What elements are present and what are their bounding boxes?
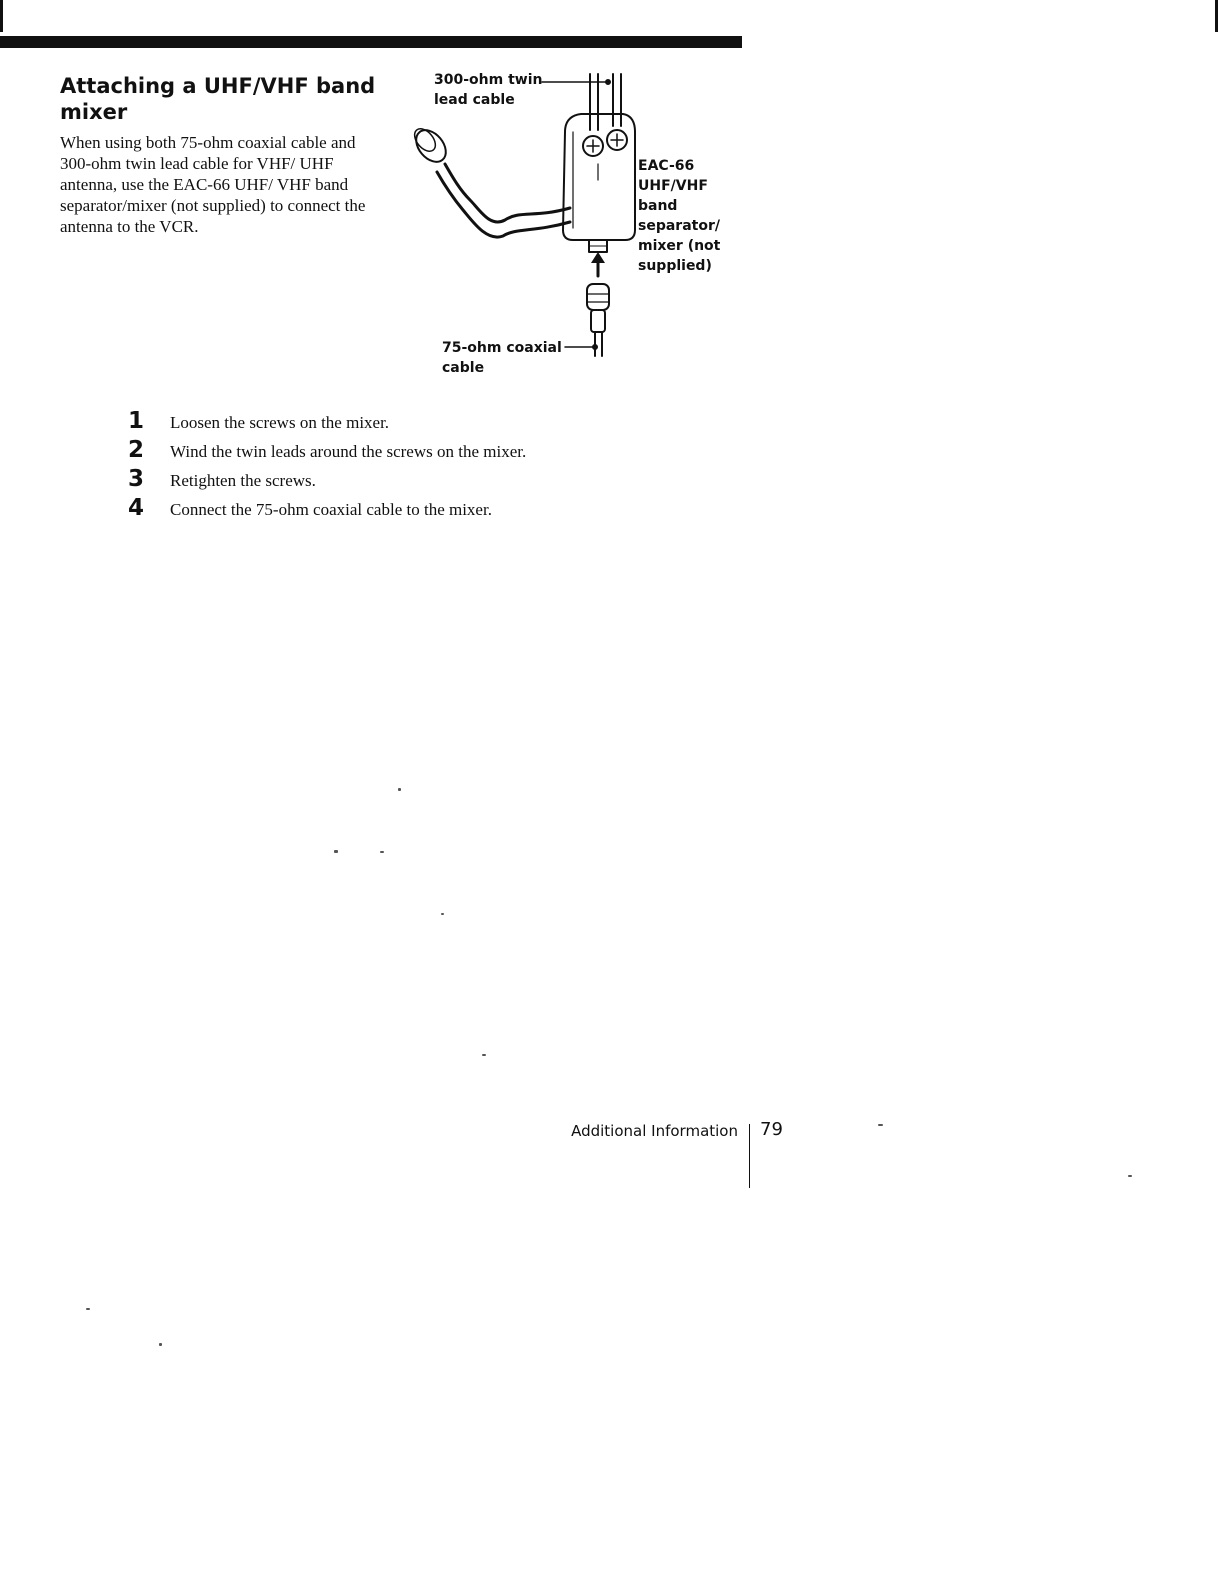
scan-speck xyxy=(86,1308,90,1310)
scan-speck xyxy=(482,1054,486,1056)
step-text: Retighten the screws. xyxy=(170,471,316,490)
label-coaxial-cable: 75-ohm coaxial cable xyxy=(442,340,562,376)
scan-edge-mark-left xyxy=(0,0,3,32)
scan-speck xyxy=(1128,1175,1132,1177)
scan-speck xyxy=(878,1124,883,1126)
step-number: 3 xyxy=(128,466,145,492)
page-number: 79 xyxy=(760,1119,783,1140)
step-item: 3 Retighten the screws. xyxy=(128,466,748,495)
coaxial-plug xyxy=(586,283,610,311)
step-number: 2 xyxy=(128,437,145,463)
scan-speck xyxy=(441,913,444,915)
step-item: 4 Connect the 75-ohm coaxial cable to th… xyxy=(128,495,748,524)
scan-edge-mark-right xyxy=(1215,0,1218,32)
mixer-diagram: 300-ohm twin lead cable EAC-66 UHF/VHF b… xyxy=(405,60,745,390)
intro-paragraph: When using both 75-ohm coaxial cable and… xyxy=(60,133,366,236)
scan-speck xyxy=(159,1343,162,1346)
top-rule xyxy=(0,36,742,48)
step-number: 1 xyxy=(128,408,145,434)
step-item: 1 Loosen the screws on the mixer. xyxy=(128,408,748,437)
label-mixer: EAC-66 UHF/VHF band separator/ mixer (no… xyxy=(638,158,721,274)
scan-speck xyxy=(334,850,338,853)
antenna-plug xyxy=(415,129,447,163)
antenna-cable xyxy=(443,162,572,224)
mixer-body xyxy=(562,113,636,241)
step-text: Connect the 75-ohm coaxial cable to the … xyxy=(170,500,492,519)
mixer-illustration xyxy=(413,73,636,357)
step-text: Wind the twin leads around the screws on… xyxy=(170,442,527,461)
mixer-screw-left xyxy=(582,135,604,157)
scan-speck xyxy=(380,851,384,853)
label-twin-lead-cable: 300-ohm twin lead cable xyxy=(434,72,543,108)
page-footer: Additional Information 79 xyxy=(540,1118,800,1188)
mixer-screw-right xyxy=(606,129,628,151)
steps-list: 1 Loosen the screws on the mixer. 2 Wind… xyxy=(128,408,748,524)
step-number: 4 xyxy=(128,495,145,521)
footer-divider xyxy=(749,1124,750,1188)
step-item: 2 Wind the twin leads around the screws … xyxy=(128,437,748,466)
scan-speck xyxy=(398,788,401,791)
footer-section-name: Additional Information xyxy=(571,1122,738,1140)
step-text: Loosen the screws on the mixer. xyxy=(170,413,390,432)
section-title: Attaching a UHF/VHF band mixer xyxy=(60,74,376,124)
